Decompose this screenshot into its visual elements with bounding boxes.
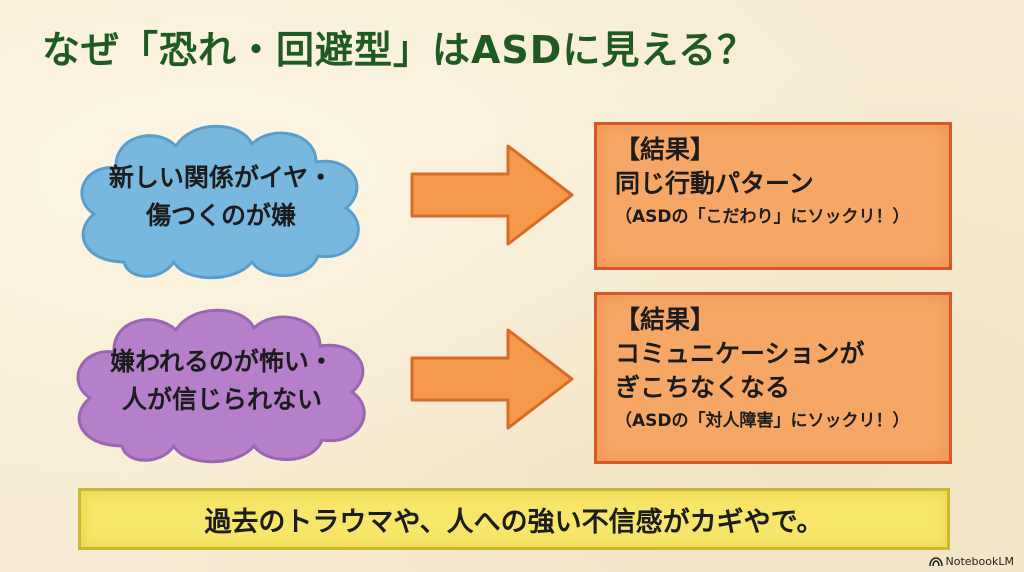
- cloud-blob-2: [76, 308, 366, 464]
- result-2-label: 【結果】: [615, 305, 716, 334]
- arrow-2: [410, 328, 574, 430]
- cause-cloud-2: 嫌われるのが怖い・ 人が信じられない: [60, 296, 384, 466]
- summary-text: 過去のトラウマや、人への強い不信感がカギやで。: [204, 506, 824, 538]
- result-2-text-2: ぎこちなくなる: [615, 373, 791, 402]
- cause-1-line-2: 傷つくのが嫌: [145, 201, 296, 230]
- result-box-1: 【結果】 同じ行動パターン （ASDの「こだわり」にソックリ！）: [594, 122, 952, 270]
- result-1-text: 同じ行動パターン: [615, 169, 814, 198]
- cause-2-line-2: 人が信じられない: [121, 385, 322, 414]
- cause-2-line-1: 嫌われるのが怖い・: [110, 347, 334, 376]
- notebooklm-logo-icon: [928, 556, 943, 566]
- brand-label: NotebookLM: [945, 555, 1014, 568]
- result-box-2: 【結果】 コミュニケーションが ぎこちなくなる （ASDの「対人障害」にソックリ…: [594, 292, 952, 464]
- cause-1-line-1: 新しい関係がイヤ・: [108, 163, 334, 192]
- result-1-label: 【結果】: [615, 135, 716, 164]
- summary-banner: 過去のトラウマや、人への強い不信感がカギやで。: [78, 488, 950, 550]
- cloud-blob-1: [80, 124, 360, 280]
- cloud-shape-1: [80, 124, 360, 280]
- result-2-text-1: コミュニケーションが: [615, 339, 865, 368]
- arrow-1: [410, 144, 574, 246]
- result-2-note: （ASDの「対人障害」にソックリ！）: [615, 411, 910, 431]
- cloud-shape-2: [76, 308, 366, 464]
- brand-watermark: NotebookLM: [928, 555, 1014, 568]
- page-title: なぜ「恐れ・回避型」はASDに見える？: [42, 28, 757, 72]
- cause-cloud-1: 新しい関係がイヤ・ 傷つくのが嫌: [64, 112, 378, 282]
- result-1-note: （ASDの「こだわり」にソックリ！）: [615, 207, 910, 227]
